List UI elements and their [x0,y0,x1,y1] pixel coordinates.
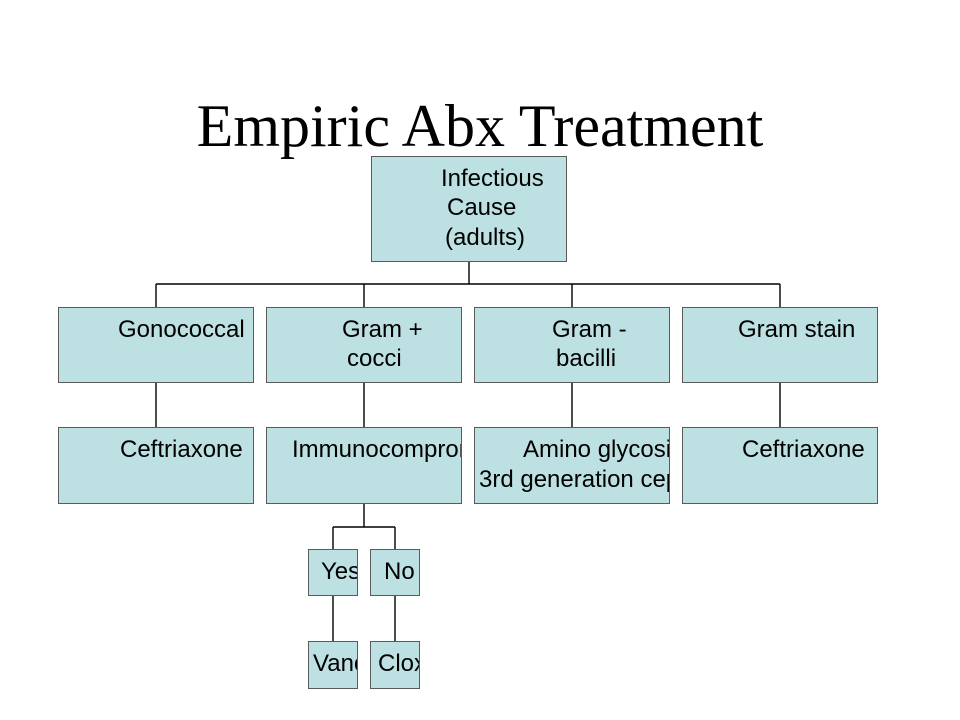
node-yes: Yes [308,549,358,596]
node-label: Cause [447,194,517,221]
node-vanc: Vanc [308,641,358,689]
node-infectious-cause: Infectious Cause (adults) [371,156,567,262]
node-gram-stain: Gram stain [682,307,878,383]
node-gram-positive-cocci: Gram + cocci [266,307,462,383]
node-label: Ceftriaxone [742,436,865,463]
node-gonococcal: Gonococcal [58,307,254,383]
node-ceftriaxone-gram-stain: Ceftriaxone [682,427,878,504]
node-immunocompromised: Immunocompromised [266,427,462,504]
node-label: No [384,558,415,585]
node-label: Clox [378,650,419,677]
node-label: Amino glycoside [523,436,669,463]
node-label: Gonococcal [118,316,245,343]
node-label: Yes [321,558,358,585]
node-label: Infectious [441,165,544,192]
slide-title: Empiric Abx Treatment [196,93,764,159]
node-label: Gram + [342,316,423,343]
node-label: 3rd generation cephalosporin [479,466,669,493]
node-label: Gram - [552,316,627,343]
node-clox: Clox [370,641,420,689]
node-label: (adults) [445,224,526,251]
node-label: Gram stain [738,316,856,343]
node-label: cocci [347,345,402,372]
node-no: No [370,549,420,596]
node-label: bacilli [556,345,617,372]
node-label: Vanc [313,650,357,677]
node-label: Immunocompromised [292,436,461,463]
node-gram-negative-bacilli: Gram - bacilli [474,307,670,383]
node-ceftriaxone-gonococcal: Ceftriaxone [58,427,254,504]
node-label: Ceftriaxone [120,436,243,463]
node-aminoglycoside: Amino glycoside 3rd generation cephalosp… [474,427,670,504]
